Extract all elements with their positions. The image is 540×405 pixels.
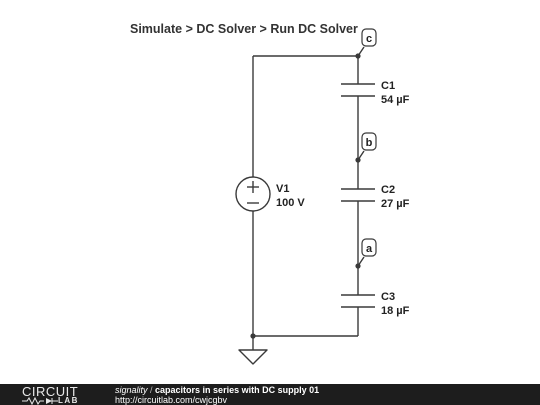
c2-name: C2 xyxy=(381,184,395,196)
node-tag-a-box xyxy=(361,238,377,257)
node-tag-c-box xyxy=(361,28,377,47)
capacitor-c3[interactable] xyxy=(341,294,375,308)
node-label-c: c xyxy=(366,33,372,45)
c3-value: 18 µF xyxy=(381,305,410,317)
node-dot-c xyxy=(355,53,361,59)
c2-value: 27 µF xyxy=(381,198,410,210)
c1-name: C1 xyxy=(381,80,395,92)
command-path: Simulate > DC Solver > Run DC Solver xyxy=(130,22,358,36)
capacitor-c2[interactable] xyxy=(341,188,375,202)
circuit-schematic: Simulate > DC Solver > Run DC Solver V1 … xyxy=(130,22,410,365)
node-tag-b[interactable]: b xyxy=(355,132,377,163)
voltage-source-symbol xyxy=(235,176,271,212)
circuit-info: signality / capacitors in series with DC… xyxy=(115,385,319,405)
node-tag-b-box xyxy=(361,132,377,151)
voltage-source-v1[interactable] xyxy=(235,176,271,212)
node-label-a: a xyxy=(366,243,373,255)
circuit-url[interactable]: http://circuitlab.com/cwjcgbv xyxy=(115,395,228,405)
node-tag-c[interactable]: c xyxy=(355,28,377,59)
author-link[interactable]: signality xyxy=(115,385,148,395)
node-dot-b xyxy=(355,157,361,163)
footer-bar: CIRCUIT LAB signality / capacitors in se… xyxy=(0,384,540,405)
c1-value: 54 µF xyxy=(381,94,410,106)
wires xyxy=(252,55,359,350)
title-separator: / xyxy=(147,385,156,395)
c3-name: C3 xyxy=(381,291,395,303)
capacitor-c1[interactable] xyxy=(341,83,375,97)
circuit-title-line: signality / capacitors in series with DC… xyxy=(115,385,319,395)
v1-name: V1 xyxy=(276,183,289,195)
circuitlab-logo[interactable]: CIRCUIT LAB xyxy=(22,385,98,405)
resistor-diode-icon xyxy=(22,397,58,405)
junction-dot-ground xyxy=(250,333,256,339)
node-tag-a[interactable]: a xyxy=(355,238,377,269)
logo-text-top: CIRCUIT xyxy=(22,384,79,399)
node-dot-a xyxy=(355,263,361,269)
logo-text-bottom: LAB xyxy=(58,396,79,405)
circuit-title[interactable]: capacitors in series with DC supply 01 xyxy=(155,385,320,395)
node-label-b: b xyxy=(366,137,373,149)
v1-value: 100 V xyxy=(276,197,305,209)
ground-icon[interactable] xyxy=(238,349,268,365)
